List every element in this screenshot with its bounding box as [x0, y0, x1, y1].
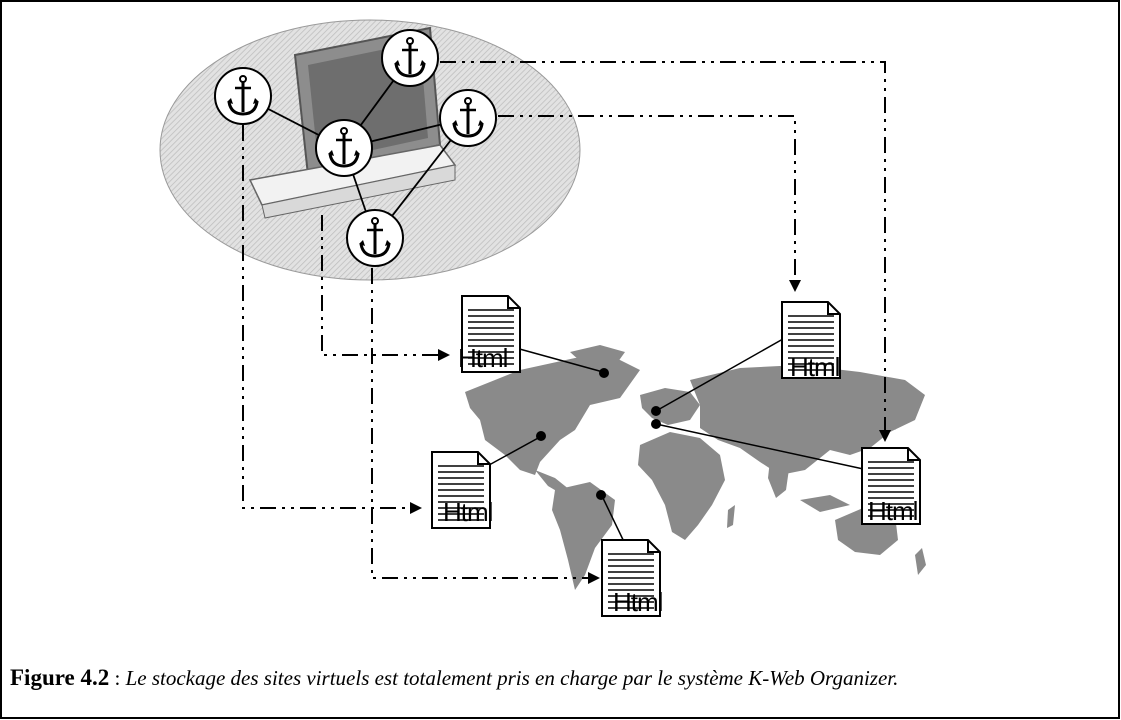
document-label: Html [868, 496, 918, 526]
document-label: Html [443, 497, 493, 527]
document-icon: Html [861, 447, 921, 526]
anchor-icon [345, 208, 405, 268]
document-label: Html [613, 587, 663, 617]
document-icon: Html [458, 295, 521, 373]
anchor-icon [380, 28, 440, 88]
world-map-icon [465, 345, 926, 590]
anchor-icon [213, 66, 273, 126]
caption-text: Le stockage des sites virtuels est total… [125, 666, 899, 690]
document-icon: Html [781, 301, 841, 382]
document-icon: Html [601, 539, 664, 617]
figure-caption: Figure 4.2 : Le stockage des sites virtu… [10, 665, 1110, 691]
anchor-icon [314, 118, 374, 178]
anchor-icon [438, 88, 498, 148]
document-icon: Html [431, 451, 494, 529]
document-label: Html [458, 343, 508, 373]
document-label: Html [790, 352, 840, 382]
figure-label: Figure 4.2 [10, 665, 110, 690]
caption-separator: : [109, 666, 126, 690]
